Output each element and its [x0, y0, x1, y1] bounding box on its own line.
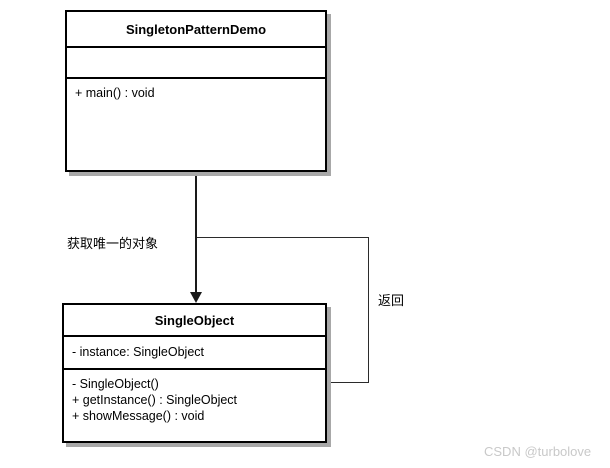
- watermark-label: CSDN @turbolove: [484, 444, 592, 459]
- class-method-item: + showMessage() : void: [72, 409, 205, 423]
- class-attributes-single-object: - instance: SingleObject: [64, 335, 325, 368]
- class-method-item: + getInstance() : SingleObject: [72, 393, 238, 407]
- class-name-single-object: SingleObject: [154, 312, 235, 328]
- class-method-item: - SingleObject(): [72, 377, 159, 391]
- class-methods-single-object: - SingleObject() + getInstance() : Singl…: [64, 368, 325, 445]
- return-edge-segment-bottom: [327, 382, 369, 383]
- dependency-edge-line: [195, 172, 197, 293]
- return-edge-segment-right: [368, 237, 369, 383]
- edge-label-return: 返回: [378, 293, 405, 308]
- class-name-singleton-pattern-demo: SingletonPatternDemo: [125, 21, 267, 37]
- return-edge-segment-top: [197, 237, 369, 238]
- dependency-arrowhead-icon: [190, 292, 202, 303]
- class-attributes-singleton-pattern-demo: [67, 46, 325, 77]
- class-box-singleton-pattern-demo[interactable]: SingletonPatternDemo + main() : void: [65, 10, 327, 172]
- class-methods-singleton-pattern-demo: + main() : void: [67, 77, 325, 170]
- class-method-item: + main() : void: [75, 86, 155, 100]
- class-box-single-object[interactable]: SingleObject - instance: SingleObject - …: [62, 303, 327, 443]
- edge-label-get-unique-object: 获取唯一的对象: [67, 236, 159, 251]
- class-attribute-item: - instance: SingleObject: [72, 345, 205, 359]
